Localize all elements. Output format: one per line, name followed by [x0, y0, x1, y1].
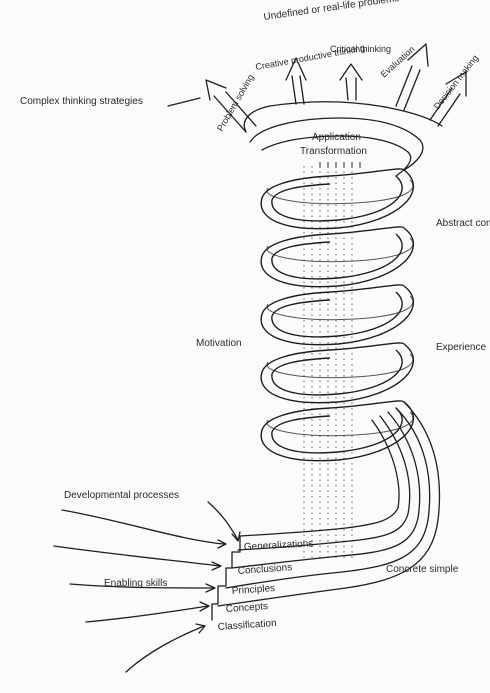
branch-decision-label: Decision making — [432, 53, 481, 111]
concrete-label: Concrete simple — [386, 564, 459, 575]
spiral-coil — [261, 169, 413, 461]
dotted-column — [304, 166, 352, 560]
application-label: Application — [312, 132, 361, 143]
step-classification: Classification — [217, 618, 277, 633]
complex-strategies-label: Complex thinking strategies — [20, 96, 143, 107]
branch-problem-solving-label: Problem solving — [215, 73, 256, 133]
labels: Undefined or real-life problems Creative… — [20, 0, 490, 633]
branch-critical-label: Critical thinking — [330, 44, 391, 54]
transformation-label: Transformation — [300, 146, 367, 157]
step-concepts: Concepts — [225, 601, 268, 615]
motivation-label: Motivation — [196, 338, 242, 349]
step-conclusions: Conclusions — [237, 562, 292, 577]
strategies-pointer — [168, 98, 200, 106]
step-principles: Principles — [231, 583, 275, 597]
experience-label: Experience — [436, 342, 486, 353]
step-generalizations: Generalizations — [244, 538, 314, 553]
enabling-label: Enabling skills — [104, 578, 167, 589]
top-problems-label: Undefined or real-life problems — [263, 0, 400, 23]
abstract-label: Abstract complex — [436, 218, 490, 229]
developmental-label: Developmental processes — [64, 490, 179, 501]
